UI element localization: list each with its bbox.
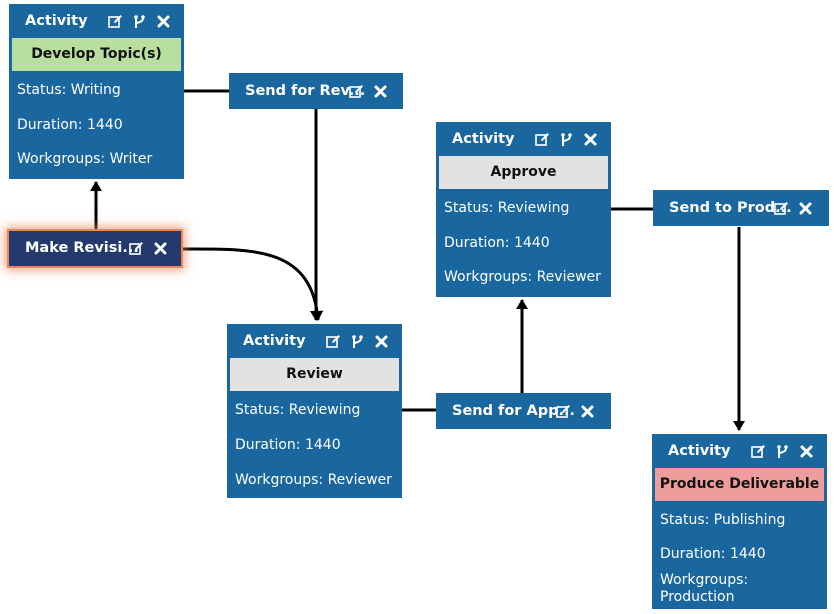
- activity-node-review[interactable]: Activity Review Status: Reviewing Durati…: [227, 324, 402, 498]
- edit-icon[interactable]: [108, 14, 123, 29]
- edit-icon[interactable]: [129, 241, 144, 256]
- close-icon[interactable]: [799, 444, 814, 459]
- activity-workgroups: Workgroups: Reviewer: [444, 269, 601, 285]
- activity-node-header[interactable]: Activity: [436, 122, 611, 156]
- connector-send-for-review[interactable]: Send for Rev...: [229, 73, 403, 109]
- connector-label: Send to Prod...: [669, 200, 792, 216]
- wire-make-revisions-to-review: [180, 247, 324, 321]
- activity-name: Produce Deliverable: [655, 468, 824, 501]
- connector-label: Make Revisi...: [25, 240, 139, 256]
- activity-node-header[interactable]: Activity: [227, 324, 402, 358]
- activity-node-develop-topics[interactable]: Activity Develop Topic(s) Status: Writin…: [9, 4, 184, 179]
- activity-name: Review: [230, 358, 399, 391]
- branch-icon[interactable]: [132, 14, 147, 29]
- close-icon[interactable]: [153, 241, 168, 256]
- activity-duration: Duration: 1440: [444, 235, 550, 251]
- edit-icon[interactable]: [535, 132, 550, 147]
- activity-workgroups: Workgroups: Production: [660, 572, 749, 605]
- close-icon[interactable]: [373, 84, 388, 99]
- activity-workgroups: Workgroups: Reviewer: [235, 472, 392, 488]
- activity-name: Develop Topic(s): [12, 38, 181, 71]
- activity-header-label: Activity: [452, 131, 515, 147]
- connector-send-for-approval[interactable]: Send for App...: [436, 393, 611, 429]
- close-icon[interactable]: [583, 132, 598, 147]
- close-icon[interactable]: [374, 334, 389, 349]
- activity-node-header[interactable]: Activity: [9, 4, 184, 38]
- edit-icon[interactable]: [326, 334, 341, 349]
- activity-workgroups: Workgroups: Writer: [17, 151, 153, 167]
- activity-status: Status: Reviewing: [444, 200, 570, 216]
- activity-status: Status: Publishing: [660, 512, 786, 528]
- edit-icon[interactable]: [774, 201, 789, 216]
- activity-status: Status: Writing: [17, 82, 121, 98]
- activity-node-produce-deliverable[interactable]: Activity Produce Deliverable Status: Pub…: [652, 434, 827, 609]
- close-icon[interactable]: [580, 404, 595, 419]
- activity-node-header[interactable]: Activity: [652, 434, 827, 468]
- edit-icon[interactable]: [556, 404, 571, 419]
- activity-node-approve[interactable]: Activity Approve Status: Reviewing Durat…: [436, 122, 611, 297]
- activity-duration: Duration: 1440: [660, 546, 766, 562]
- activity-duration: Duration: 1440: [17, 117, 123, 133]
- branch-icon[interactable]: [775, 444, 790, 459]
- activity-header-label: Activity: [243, 333, 306, 349]
- connector-make-revisions[interactable]: Make Revisi...: [7, 229, 183, 268]
- activity-status: Status: Reviewing: [235, 402, 361, 418]
- connector-label: Send for Rev...: [245, 83, 366, 99]
- activity-header-label: Activity: [668, 443, 731, 459]
- activity-duration: Duration: 1440: [235, 437, 341, 453]
- branch-icon[interactable]: [559, 132, 574, 147]
- close-icon[interactable]: [156, 14, 171, 29]
- close-icon[interactable]: [798, 201, 813, 216]
- edit-icon[interactable]: [751, 444, 766, 459]
- connector-label: Send for App...: [452, 403, 576, 419]
- activity-header-label: Activity: [25, 13, 88, 29]
- connector-send-to-production[interactable]: Send to Prod...: [653, 190, 829, 226]
- edit-icon[interactable]: [349, 84, 364, 99]
- branch-icon[interactable]: [350, 334, 365, 349]
- activity-name: Approve: [439, 156, 608, 189]
